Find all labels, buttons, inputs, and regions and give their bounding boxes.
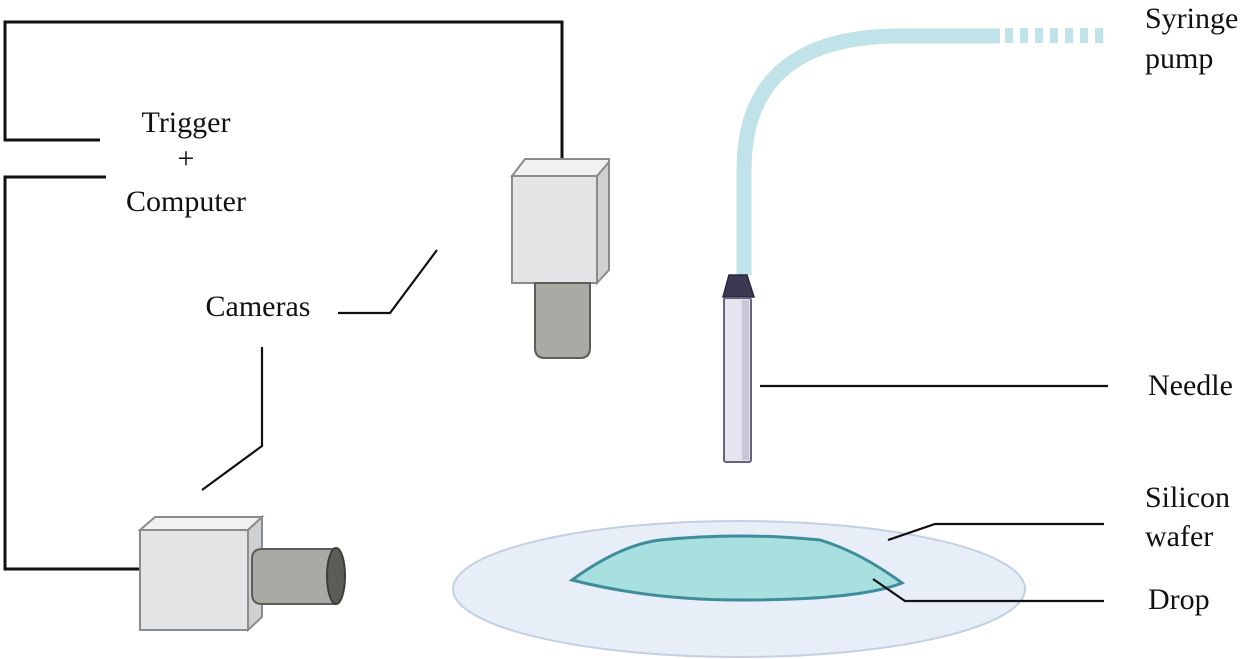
- wire-to-side-camera: [3, 175, 140, 571]
- leader-to-side-camera: [201, 347, 264, 491]
- top-camera: [509, 158, 610, 359]
- tube-dashed-end: [1005, 28, 1103, 43]
- label-needle: Needle: [1148, 369, 1233, 402]
- tube: [736, 28, 1000, 275]
- label-silicon: Silicon: [1145, 481, 1230, 514]
- side-camera-top-face: [137, 516, 265, 531]
- side-camera-body: [139, 529, 249, 631]
- needle: [722, 274, 756, 463]
- needle-shaft-shadow: [742, 300, 749, 460]
- label-pump: pump: [1145, 42, 1213, 75]
- leader-to-top-camera: [338, 249, 438, 315]
- drop: [568, 534, 906, 602]
- drop-leader: [872, 578, 1104, 603]
- side-camera-lens-front: [326, 547, 346, 605]
- right-leader-lines: [760, 384, 1108, 603]
- label-wafer: wafer: [1145, 520, 1213, 553]
- label-syringe: Syringe: [1145, 2, 1238, 35]
- wafer-leader: [887, 522, 1104, 542]
- labels: Trigger + Computer Cameras Syringe pump …: [126, 2, 1238, 616]
- label-drop: Drop: [1148, 583, 1210, 616]
- needle-hub: [722, 274, 756, 298]
- label-plus: +: [178, 142, 195, 175]
- signal-wires: [3, 20, 564, 571]
- side-camera-lens: [251, 548, 336, 605]
- top-camera-lens: [534, 282, 591, 359]
- top-camera-body: [511, 175, 598, 284]
- label-computer: Computer: [126, 185, 246, 218]
- camera-leader-lines: [201, 249, 438, 491]
- top-camera-top-face: [509, 158, 610, 177]
- syringe-tubing: [736, 28, 1103, 275]
- top-camera-side-face: [596, 159, 610, 286]
- label-trigger: Trigger: [142, 106, 231, 139]
- wire-to-top-camera: [3, 20, 564, 168]
- label-cameras: Cameras: [206, 290, 311, 323]
- side-camera: [137, 514, 346, 633]
